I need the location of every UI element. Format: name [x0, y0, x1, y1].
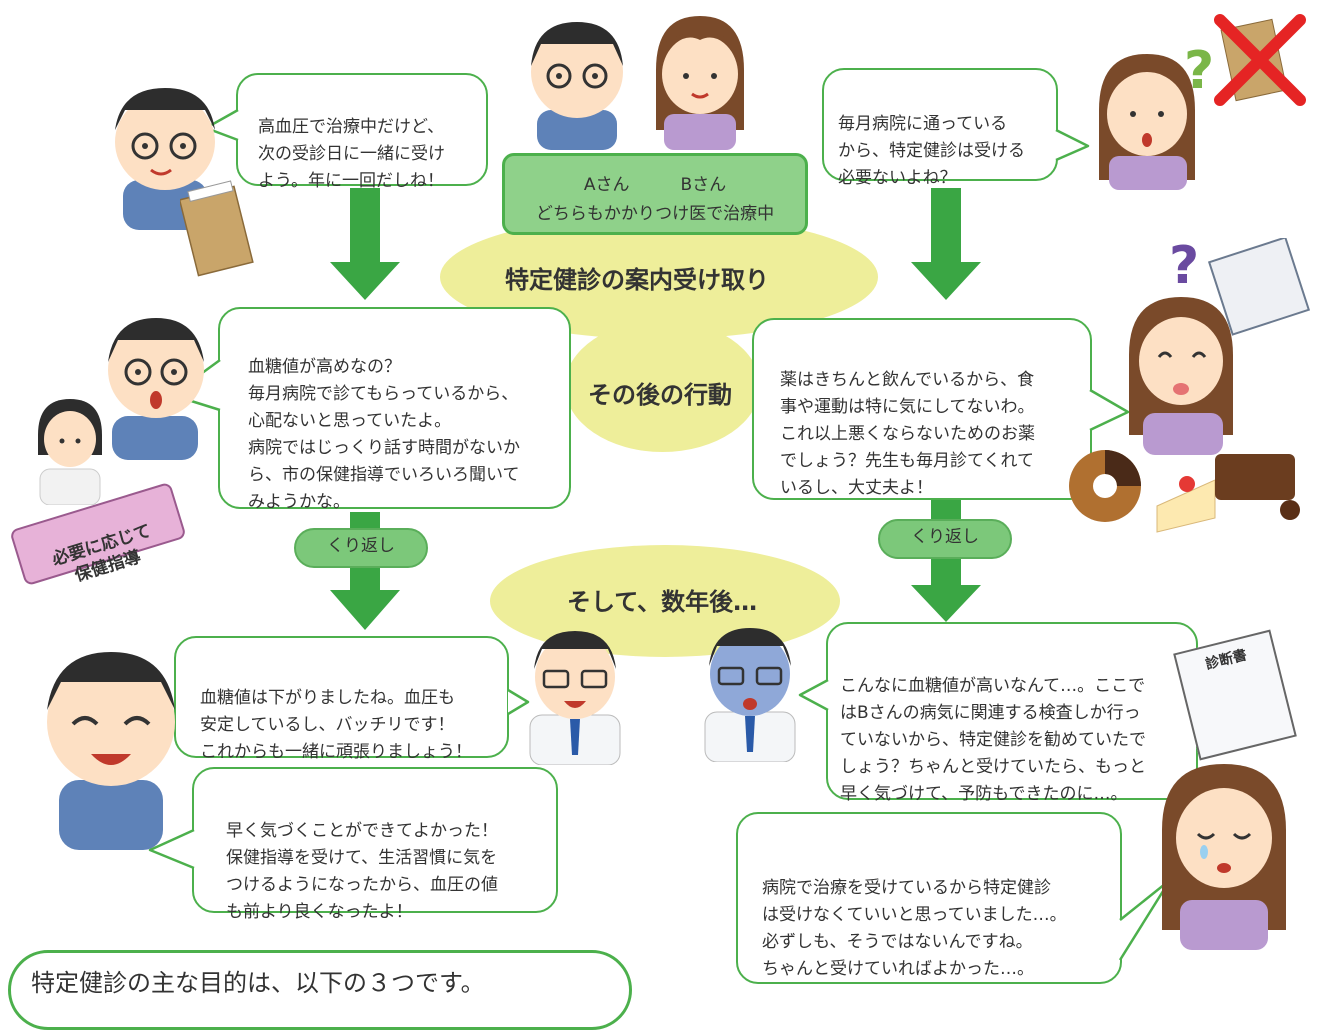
doctor-b-bubble: こんなに血糖値が高いなんて…。ここで はBさんの病気に関連する検査しか行っ てい… [826, 622, 1198, 804]
step3-oval [490, 545, 840, 657]
repeat-pill-a: くり返し [294, 528, 428, 568]
doctor-a-bubble-text: 血糖値は下がりましたね。血圧も 安定しているし、バッチリです！ これからも一緒に… [200, 688, 472, 762]
a-bubble-final: 早く気づくことができてよかった！ 保健指導を受けて、生活習慣に気を つけるように… [192, 767, 558, 922]
sweets-icon [1069, 450, 1300, 533]
envelope-icon [180, 180, 254, 277]
cancel-x-icon [1214, 14, 1306, 106]
a-bubble-1-text: 高血圧で治療中だけど、 次の受診日に一緒に受け よう。年に一回だしね！ [258, 117, 445, 191]
a-bubble-final-text: 早く気づくことができてよかった！ 保健指導を受けて、生活習慣に気を つけるように… [226, 821, 498, 922]
question-mark-icon-2: ? [1169, 236, 1199, 295]
step3-label: そして、数年後… [567, 588, 758, 616]
doctor-b-figure [704, 628, 796, 762]
doctor-a-figure [529, 631, 621, 765]
question-mark-icon: ? [1184, 41, 1214, 100]
person-a-center [531, 22, 623, 150]
arrow-down-a1 [330, 188, 400, 300]
person-a-figure-1 [115, 88, 215, 230]
person-a-figure-2 [108, 318, 204, 460]
svg-text:?: ? [1184, 41, 1214, 100]
a-bubble-2-text: 血糖値が高めなの？ 毎月病院で診てもらっているから、 心配ないと思っていたよ。 … [248, 357, 520, 512]
step2-label: その後の行動 [588, 381, 732, 409]
person-b-figure-2 [1129, 297, 1233, 455]
b-bubble-final-text: 病院で治療を受けているから特定健診 は受けなくていいと思っていました…。 必ずし… [762, 878, 1067, 979]
arrow-down-b1 [911, 188, 981, 300]
a-bubble-1: 高血圧で治療中だけど、 次の受診日に一緒に受け よう。年に一回だしね！ [236, 73, 488, 191]
b-bubble-1: 毎月病院に通っている から、特定健診は受ける 必要ないよね？ [822, 68, 1058, 188]
step2-oval [565, 320, 760, 452]
health-guidance-label: 必要に応じて 保健指導 [49, 521, 154, 587]
a-bubble-2: 血糖値が高めなの？ 毎月病院で診てもらっているから、 心配ないと思っていたよ。 … [218, 307, 571, 512]
both-treated-label: どちらもかかりつけ医で治療中 [535, 204, 775, 224]
doctor-b-bubble-text: こんなに血糖値が高いなんて…。ここで はBさんの病気に関連する検査しか行っ てい… [840, 676, 1146, 804]
footer-box: 特定健診の主な目的は、以下の３つです。 [8, 950, 632, 1030]
person-b-figure-1 [1099, 54, 1195, 190]
b-bubble-2: 薬はきちんと飲んでいるから、食 事や運動は特に気にしてないわ。 これ以上悪くなら… [752, 318, 1092, 500]
b-bubble-2-text: 薬はきちんと飲んでいるから、食 事や運動は特に気にしてないわ。 これ以上悪くなら… [780, 370, 1035, 498]
person-a-figure-3 [47, 652, 175, 850]
svg-text:?: ? [1169, 236, 1199, 295]
repeat-pill-b: くり返し [878, 519, 1012, 559]
step1-label: 特定健診の案内受け取り [505, 266, 769, 294]
person-b-center [656, 16, 744, 150]
ab-label-box: Aさん Bさん どちらもかかりつけ医で治療中 [502, 153, 808, 235]
doctor-a-bubble: 血糖値は下がりましたね。血圧も 安定しているし、バッチリです！ これからも一緒に… [174, 636, 509, 762]
medical-report-icon [1207, 238, 1311, 336]
person-b-figure-3 [1162, 764, 1286, 950]
nurse-figure [38, 399, 102, 505]
b-bubble-final: 病院で治療を受けているから特定健診 は受けなくていいと思っていました…。 必ずし… [736, 812, 1122, 984]
persons-ab-label: Aさん Bさん [583, 175, 727, 195]
footer-text: 特定健診の主な目的は、以下の３つです。 [31, 969, 485, 997]
b-bubble-1-text: 毎月病院に通っている から、特定健診は受ける 必要ないよね？ [838, 114, 1025, 188]
